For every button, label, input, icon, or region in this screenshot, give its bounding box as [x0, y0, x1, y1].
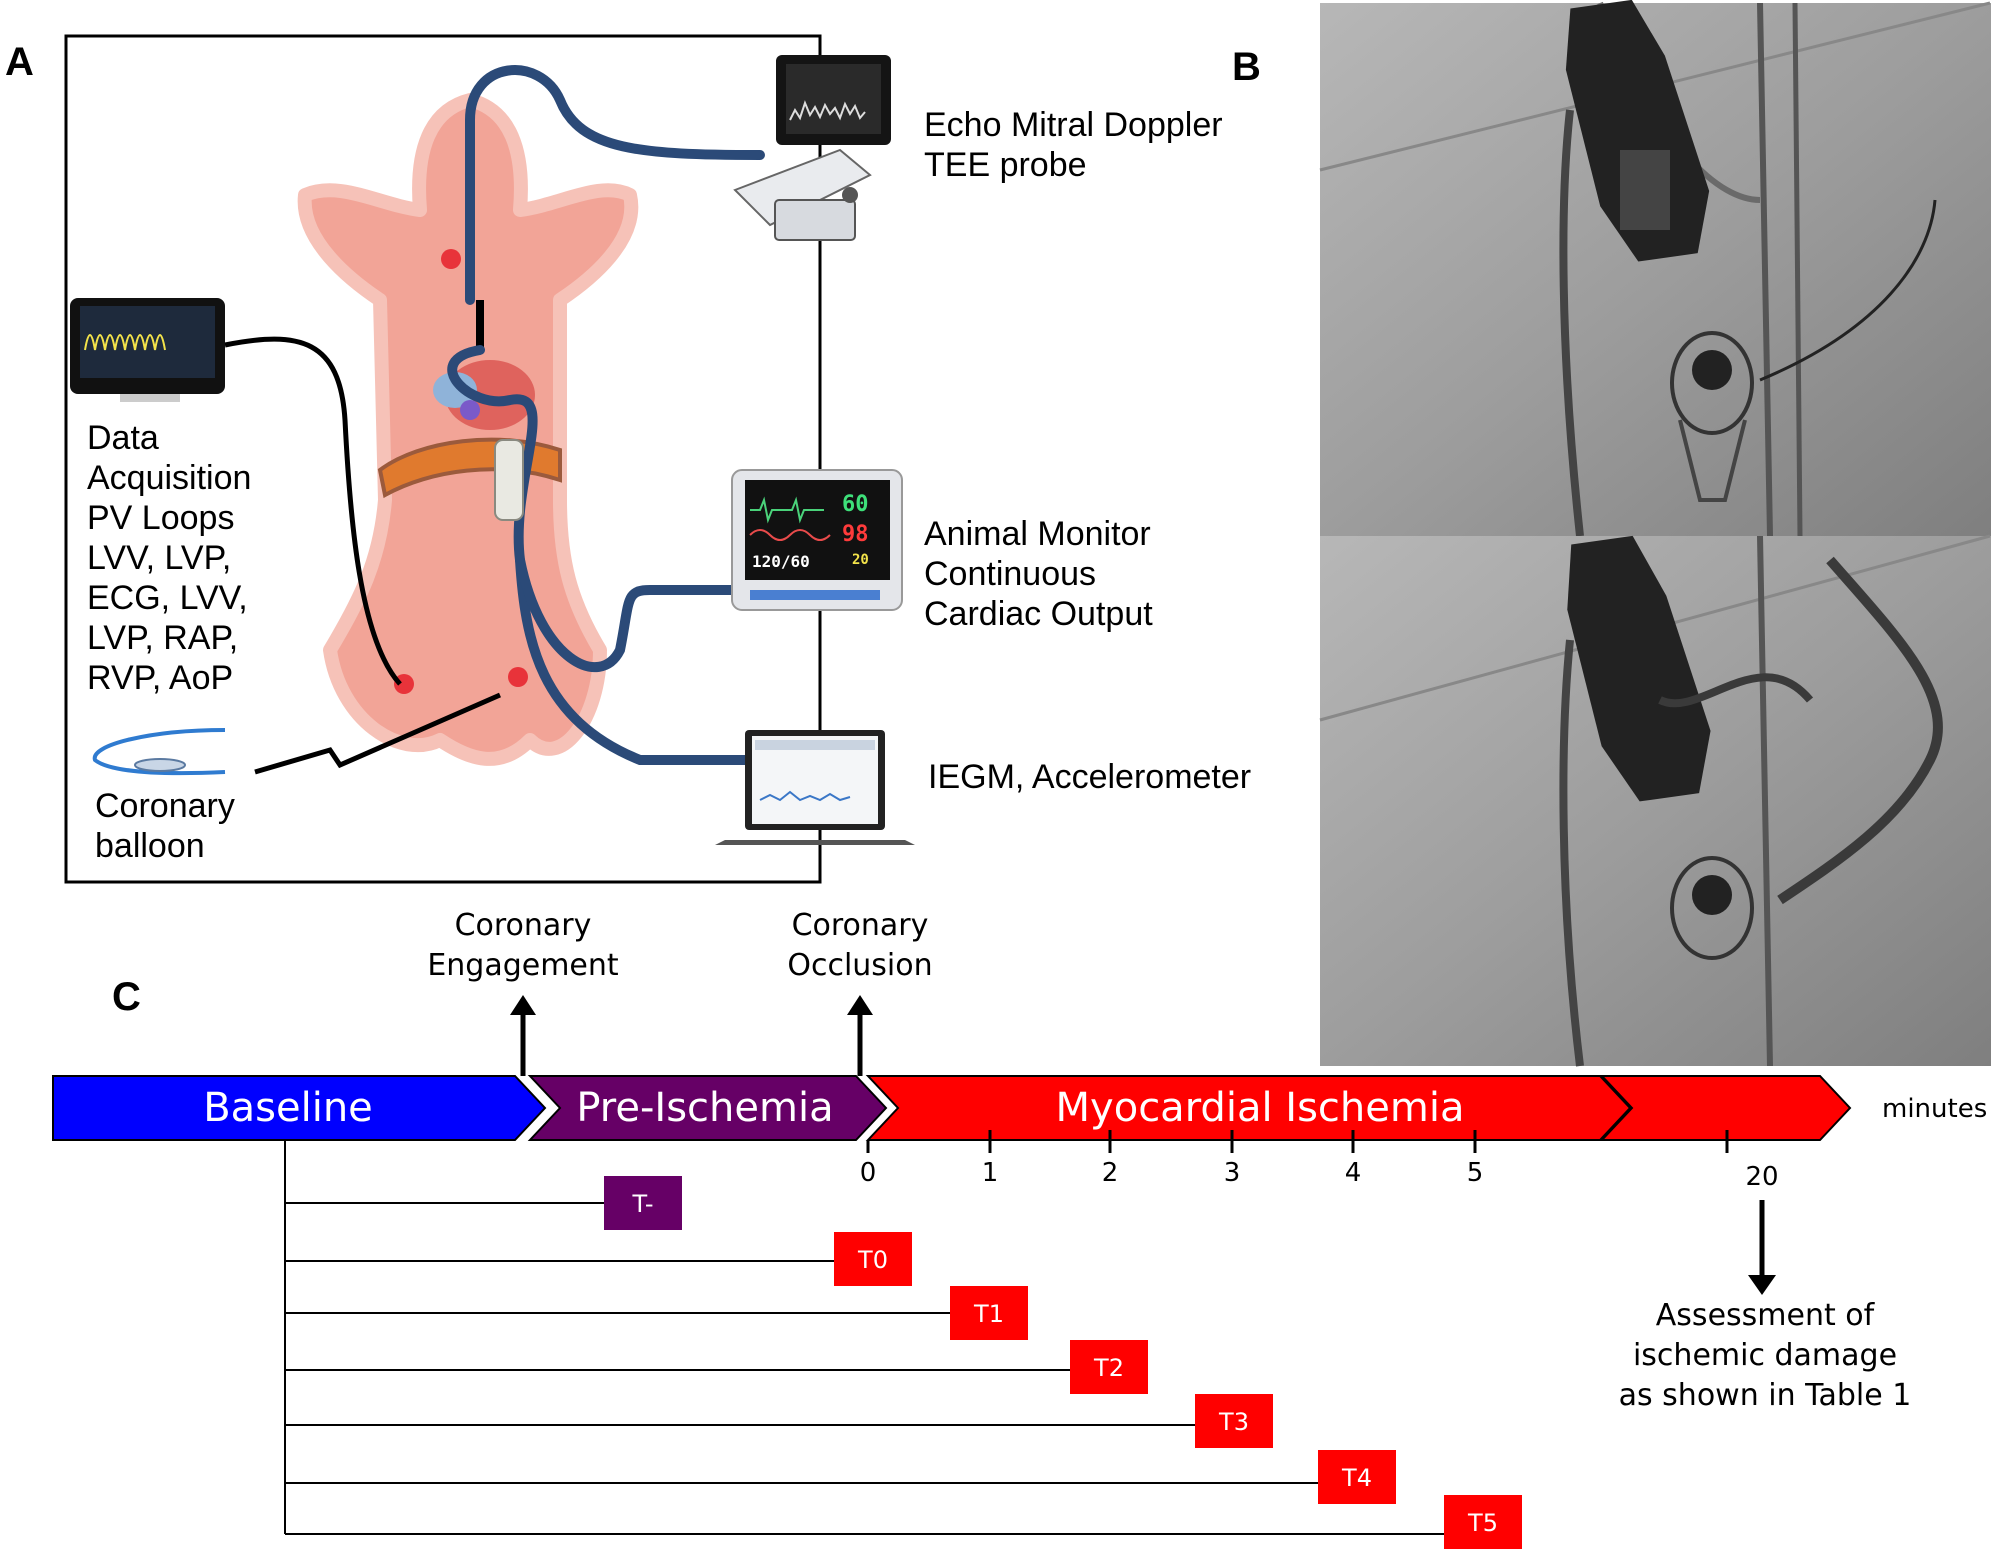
tick-label: 4 — [1344, 1158, 1362, 1188]
engagement-arrow-head — [510, 995, 536, 1015]
timepoint-t2-box — [1070, 1340, 1148, 1394]
timepoint-t0-box — [834, 1232, 912, 1286]
tick-label: 2 — [1101, 1158, 1119, 1188]
monitor-cable — [515, 555, 745, 673]
fluoroscopy-image-bottom — [1319, 534, 1991, 1067]
monitor-label: Animal Monitor Continuous Cardiac Output — [924, 515, 1153, 633]
ecg-electrode — [441, 249, 461, 269]
pig-silhouette — [297, 93, 639, 766]
ischemia-label: Myocardial Ischemia — [1055, 1085, 1465, 1131]
timepoint-t2: T2 — [1094, 1354, 1124, 1382]
panel-label-a: A — [5, 40, 34, 84]
tick-label: 3 — [1223, 1158, 1241, 1188]
timepoint-t5: T5 — [1468, 1509, 1498, 1537]
balloon-catheter-icon — [92, 728, 226, 776]
preischemia-label: Pre-Ischemia — [576, 1085, 834, 1131]
monitor-spo2-value: 98 — [842, 522, 869, 547]
echo-label: Echo Mitral Doppler TEE probe — [924, 106, 1223, 184]
ischemia-arrow — [865, 1075, 1632, 1141]
tick-label: 0 — [859, 1158, 877, 1188]
timepoint-t5-box — [1444, 1495, 1522, 1549]
timepoint-t-minus: T- — [632, 1190, 654, 1218]
occlusion-arrow-head — [847, 995, 873, 1015]
preischemia-arrow — [527, 1075, 888, 1141]
timepoint-t4: T4 — [1342, 1464, 1372, 1492]
tick-label: 1 — [981, 1158, 999, 1188]
daq-tablet-icon — [70, 298, 225, 402]
timepoint-t4-box — [1318, 1450, 1396, 1504]
daq-cable — [224, 336, 402, 686]
timepoint-t1-box — [950, 1286, 1028, 1340]
balloon-wire — [254, 692, 502, 775]
minutes-label: minutes — [1882, 1094, 1988, 1124]
panel-label-b: B — [1232, 45, 1261, 89]
late-ischemia-arrow — [1599, 1075, 1852, 1141]
panel-a-frame — [64, 34, 822, 884]
timepoint-t3: T3 — [1219, 1408, 1249, 1436]
patient-monitor-icon — [731, 469, 903, 611]
timepoint-t-minus-box — [604, 1176, 682, 1230]
baseline-arrow — [52, 1075, 547, 1141]
monitor-bp-value: 120/60 — [752, 552, 810, 571]
monitor-hr-value: 60 — [842, 492, 869, 517]
ecg-electrode — [508, 667, 528, 687]
tick-label: 5 — [1466, 1158, 1484, 1188]
coronary-occlusion-label: Coronary Occlusion — [787, 908, 933, 983]
timepoint-t1: T1 — [974, 1300, 1004, 1328]
timepoint-t3-box — [1195, 1394, 1273, 1448]
coronary-engagement-label: Coronary Engagement — [427, 908, 619, 983]
balloon-label: Coronary balloon — [95, 787, 235, 865]
daq-label: Data Acquisition PV Loops LVV, LVP, ECG,… — [87, 419, 252, 697]
timeline — [52, 995, 1852, 1549]
monitor-other-value: 20 — [852, 552, 869, 568]
catheter-cable — [447, 345, 760, 765]
timepoint-t0: T0 — [858, 1246, 888, 1274]
tick-label-final: 20 — [1745, 1162, 1779, 1192]
tee-cable — [465, 65, 765, 305]
laptop-label: IEGM, Accelerometer — [928, 758, 1252, 796]
echo-machine-icon — [733, 55, 891, 241]
fluoroscopy-image-top — [1319, 0, 1991, 537]
baseline-label: Baseline — [203, 1085, 373, 1131]
panel-label-c: C — [112, 975, 141, 1019]
assessment-label: Assessment of ischemic damage as shown i… — [1618, 1298, 1912, 1413]
laptop-icon — [715, 730, 915, 845]
assessment-arrow-head — [1748, 1275, 1776, 1295]
